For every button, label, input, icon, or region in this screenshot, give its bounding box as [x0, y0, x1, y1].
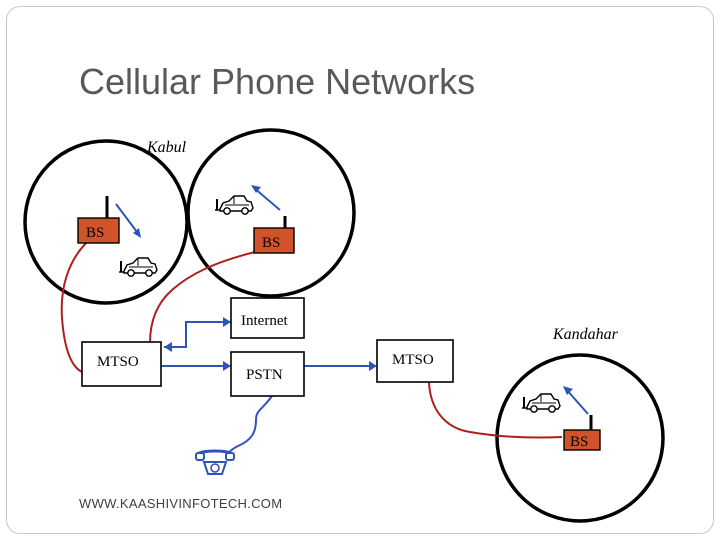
mtso-left-label: MTSO — [97, 354, 139, 370]
link-mtso-internet — [164, 321, 231, 348]
telephone-icon — [195, 449, 235, 475]
link-mtso-right-bs-kandahar — [428, 381, 563, 439]
footer-url[interactable]: WWW.KAASHIVINFOTECH.COM — [79, 496, 282, 511]
car-phone-icon — [214, 195, 254, 216]
car-phone-icon — [118, 257, 158, 278]
pstn-label: PSTN — [246, 367, 283, 383]
internet-cloud[interactable]: Internet — [230, 297, 305, 339]
slide-title: Cellular Phone Networks — [79, 61, 475, 102]
mtso-right[interactable]: MTSO — [376, 339, 454, 383]
bs-kabul-right[interactable]: BS — [253, 227, 295, 254]
car-phone-icon — [521, 393, 561, 414]
bs-kandahar[interactable]: BS — [563, 429, 601, 451]
internet-label: Internet — [241, 313, 288, 329]
bs-kabul-right-label: BS — [262, 235, 280, 251]
radio-link — [565, 388, 589, 415]
radio-link — [253, 187, 281, 211]
kandahar-cell — [495, 353, 665, 523]
city-label-kandahar: Kandahar — [552, 326, 619, 343]
link-pstn-telephone — [225, 395, 273, 459]
bs-kabul-left-label: BS — [86, 225, 104, 241]
pstn-network[interactable]: PSTN — [230, 351, 305, 397]
bs-kandahar-label: BS — [570, 434, 588, 450]
link-bs-right-mtso-left — [149, 251, 256, 344]
kabul-cell-right — [186, 128, 356, 298]
mtso-left[interactable]: MTSO — [81, 341, 162, 387]
bs-kabul-left[interactable]: BS — [77, 217, 120, 244]
link-bs-left-mtso-left — [60, 242, 87, 373]
mtso-right-label: MTSO — [392, 352, 434, 368]
city-label-kabul: Kabul — [146, 139, 187, 156]
